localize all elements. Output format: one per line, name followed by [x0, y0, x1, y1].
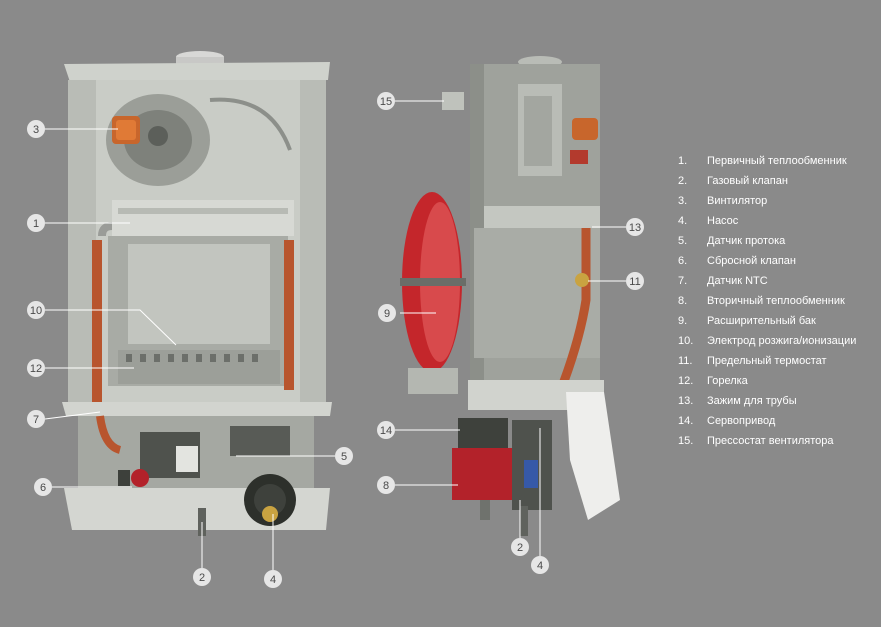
legend-item: 11. Предельный термостат [678, 351, 878, 371]
legend-label: Газовый клапан [707, 175, 788, 187]
legend-item: 12. Горелка [678, 371, 878, 391]
legend-number: 12. [678, 375, 694, 387]
callout-side-2: 2 [511, 538, 529, 556]
callout-number: 2 [517, 542, 523, 554]
legend-number: 8. [678, 295, 688, 307]
legend-number: 5. [678, 235, 688, 247]
legend-item: 13. Зажим для трубы [678, 391, 878, 411]
legend-number: 2. [678, 175, 688, 187]
legend-label: Сбросной клапан [707, 255, 796, 267]
callout-number: 9 [384, 308, 390, 320]
legend-number: 1. [678, 155, 688, 167]
legend-label: Первичный теплообменник [707, 155, 847, 167]
legend-number: 10. [678, 335, 694, 347]
legend-item: 7. Датчик NTC [678, 271, 878, 291]
callout-number: 3 [33, 124, 39, 136]
legend-label: Вторичный теплообменник [707, 295, 845, 307]
legend-item: 2. Газовый клапан [678, 171, 878, 191]
legend-label: Прессостат вентилятора [707, 435, 834, 447]
legend-label: Предельный термостат [707, 355, 827, 367]
legend-item: 5. Датчик протока [678, 231, 878, 251]
legend-number: 14. [678, 415, 694, 427]
callout-number: 1 [33, 218, 39, 230]
callout-side-14: 14 [377, 421, 395, 439]
callout-front-6: 6 [34, 478, 52, 496]
callout-number: 15 [380, 96, 392, 108]
callout-number: 6 [40, 482, 46, 494]
callout-number: 10 [30, 305, 42, 317]
legend-label: Сервопривод [707, 415, 776, 427]
legend-number: 11. [678, 355, 693, 367]
callout-side-9: 9 [378, 304, 396, 322]
legend-item: 10. Электрод розжига/ионизации [678, 331, 878, 351]
legend-item: 4. Насос [678, 211, 878, 231]
callout-front-10: 10 [27, 301, 45, 319]
legend-item: 3. Винтилятор [678, 191, 878, 211]
boiler-side-view [400, 56, 620, 536]
callout-side-11: 11 [626, 272, 644, 290]
legend-label: Зажим для трубы [707, 395, 797, 407]
callout-number: 7 [33, 414, 39, 426]
callout-front-5: 5 [335, 447, 353, 465]
legend-number: 15. [678, 435, 694, 447]
callout-number: 11 [629, 276, 640, 288]
legend-number: 7. [678, 275, 688, 287]
legend-item: 14. Сервопривод [678, 411, 878, 431]
callout-number: 13 [629, 222, 641, 234]
callout-front-4: 4 [264, 570, 282, 588]
legend-label: Датчик протока [707, 235, 786, 247]
callout-number: 2 [199, 572, 205, 584]
legend-item: 15. Прессостат вентилятора [678, 431, 878, 451]
callout-front-1: 1 [27, 214, 45, 232]
component-legend: 1. Первичный теплообменник 2. Газовый клап… [678, 151, 878, 451]
legend-item: 8. Вторичный теплообменник [678, 291, 878, 311]
callout-front-12: 12 [27, 359, 45, 377]
legend-label: Электрод розжига/ионизации [707, 335, 857, 347]
callout-front-2: 2 [193, 568, 211, 586]
callout-number: 5 [341, 451, 347, 463]
legend-label: Горелка [707, 375, 748, 387]
legend-number: 13. [678, 395, 694, 407]
legend-label: Насос [707, 215, 739, 227]
legend-item: 1. Первичный теплообменник [678, 151, 878, 171]
callout-number: 4 [270, 574, 276, 586]
legend-number: 3. [678, 195, 688, 207]
callout-side-15: 15 [377, 92, 395, 110]
callout-number: 14 [380, 425, 392, 437]
legend-label: Датчик NTC [707, 275, 768, 287]
boiler-front-view [62, 51, 332, 536]
legend-label: Расширительный бак [707, 315, 816, 327]
callout-number: 8 [383, 480, 389, 492]
callout-side-4: 4 [531, 556, 549, 574]
legend-label: Винтилятор [707, 195, 768, 207]
callout-side-8: 8 [377, 476, 395, 494]
legend-number: 4. [678, 215, 688, 227]
legend-item: 9. Расширительный бак [678, 311, 878, 331]
legend-number: 9. [678, 315, 688, 327]
legend-number: 6. [678, 255, 688, 267]
legend-item: 6. Сбросной клапан [678, 251, 878, 271]
leader-lines [44, 100, 626, 570]
callout-front-7: 7 [27, 410, 45, 428]
callout-number: 12 [30, 363, 42, 375]
callout-front-3: 3 [27, 120, 45, 138]
callout-side-13: 13 [626, 218, 644, 236]
callout-number: 4 [537, 560, 543, 572]
